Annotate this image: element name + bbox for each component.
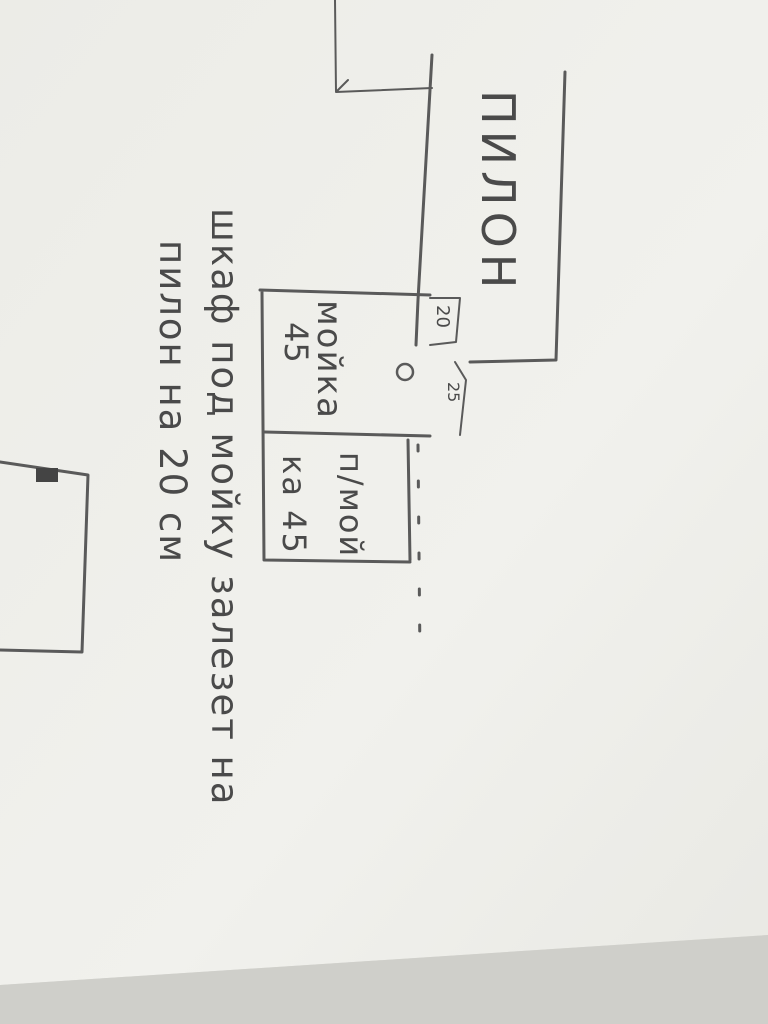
- dishwasher-label: п/мой: [332, 452, 370, 558]
- paper-surface: [0, 0, 768, 985]
- wall-line: [406, 53, 434, 562]
- sink-width-label: 45: [277, 322, 315, 363]
- dimension-20-label: 20: [432, 305, 453, 328]
- table-surface: [0, 935, 768, 1024]
- dimension-25-label: 25: [444, 382, 463, 402]
- pylon-outline: [468, 70, 567, 364]
- sink-label: мойка: [309, 300, 349, 420]
- drain-circle: [395, 362, 415, 382]
- note-line-1: шкаф под мойку залезет на: [203, 208, 246, 806]
- corner-mark: [334, 0, 433, 93]
- side-box-outline: [0, 460, 90, 654]
- side-box-mark: [36, 468, 58, 482]
- pylon-label: ПИЛОН: [471, 90, 525, 294]
- cabinet-outline: [258, 288, 432, 564]
- dashed-guide: [416, 443, 422, 662]
- dimension-20-line: [429, 297, 461, 346]
- note-line-2: пилон на 20 см: [151, 240, 194, 564]
- dishwasher-label-2: ка 45: [275, 455, 313, 555]
- dimension-25-line: [454, 361, 467, 436]
